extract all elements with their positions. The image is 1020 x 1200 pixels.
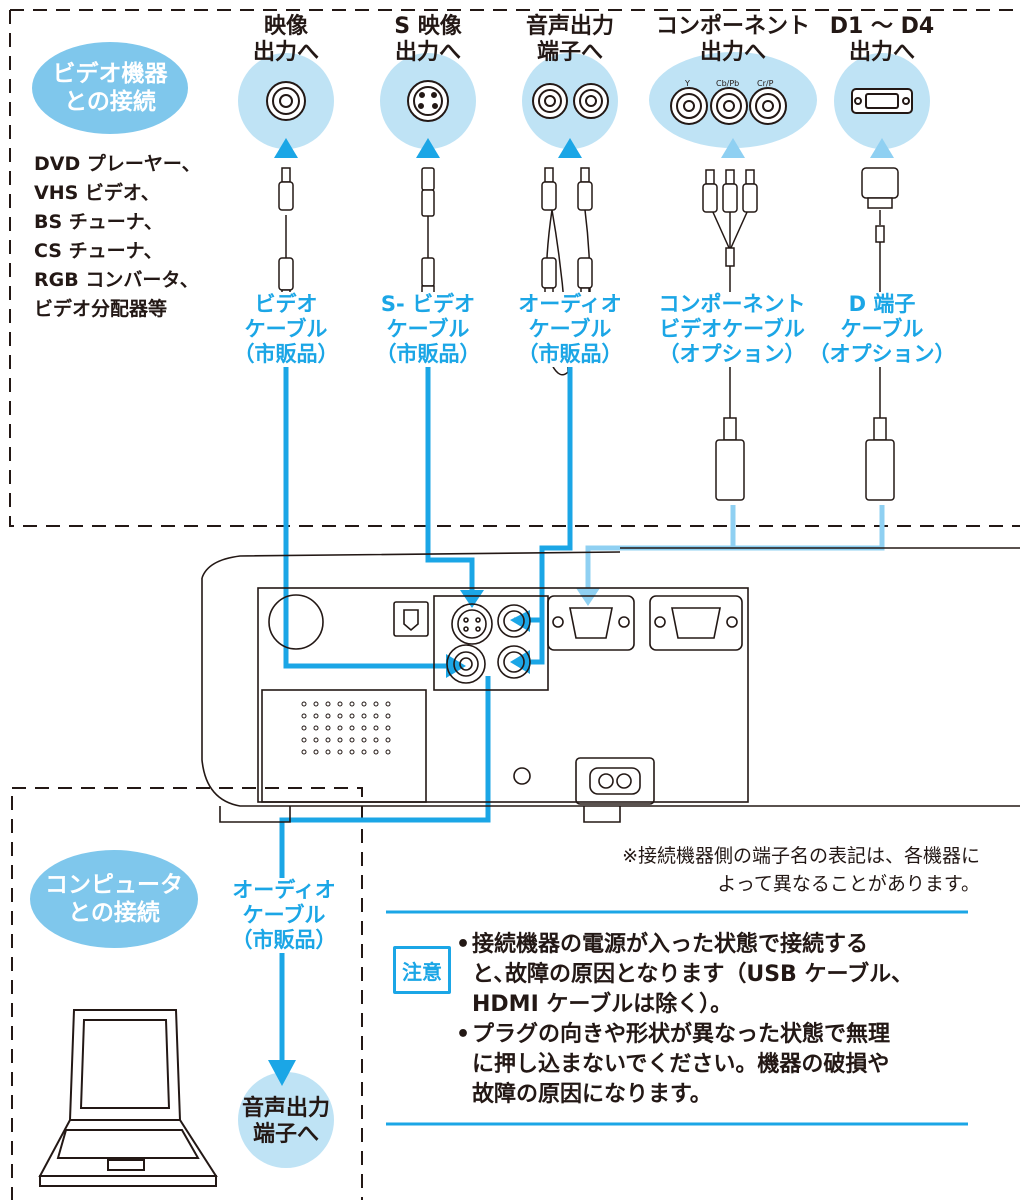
cable-label-component: コンポーネントビデオケーブル（オプション） — [644, 292, 820, 367]
device-item: BS チューナ、 — [34, 211, 163, 233]
caution-bullet: • プラグの向きや形状が異なった状態で無理 に押し込まないでください。機器の破損… — [456, 1022, 891, 1107]
terminal-name-note: ※接続機器側の端子名の表記は、各機器に よって異なることがあります。 — [622, 845, 980, 895]
port-label-svideo: S 映像出力へ — [394, 14, 462, 65]
device-item: CS チューナ、 — [34, 240, 163, 262]
laptop-icon — [38, 1009, 218, 1187]
port-label-audio: 音声出力端子へ — [525, 14, 614, 65]
video-group-title: ビデオ機器との接続 — [32, 42, 188, 134]
port-arrows — [274, 138, 894, 158]
plugs — [278, 167, 899, 501]
power-inlet — [575, 757, 655, 805]
caution-badge: 注意 — [393, 946, 451, 994]
component-sublabel-cr: Cr/P — [757, 79, 774, 88]
rca-plug-icon — [281, 167, 291, 183]
caution-bullet: • 接続機器の電源が入った状態で接続する と､故障の原因となります（USB ケー… — [456, 932, 914, 1017]
computer-group-frame — [11, 787, 363, 1200]
d-plug-icon — [861, 167, 899, 199]
device-item: ビデオ分配器等 — [34, 298, 168, 320]
device-item: DVD プレーヤー、 — [34, 153, 201, 175]
port-circle-computer-audio — [238, 1072, 334, 1168]
caution-text: • 接続機器の電源が入った状態で接続する と､故障の原因となります（USB ケー… — [456, 930, 976, 1110]
speaker-grille — [261, 689, 427, 803]
device-item: VHS ビデオ、 — [34, 182, 160, 204]
connection-arrowheads — [268, 588, 600, 1086]
cable-label-svideo: S- ビデオケーブル（市販品） — [366, 292, 490, 367]
projector — [201, 547, 1020, 823]
computer-group-title: コンピュータとの接続 — [30, 850, 198, 948]
computer-audio-cable-label: オーディオケーブル（市販品） — [222, 878, 346, 953]
port-circle-audio — [522, 53, 618, 149]
component-sublabel-y: Y — [685, 79, 690, 88]
computer-audio-port-label: 音声出力端子へ — [241, 1096, 330, 1147]
cable-label-video: ビデオケーブル（市販品） — [226, 292, 346, 367]
cable-label-audio: オーディオケーブル（市販品） — [504, 292, 636, 367]
svideo-plug-icon — [421, 167, 435, 191]
port-connectors — [266, 80, 913, 125]
cable-label-d: D 端子ケーブル（オプション） — [806, 292, 958, 367]
port-label-component: コンポーネント出力へ — [655, 14, 810, 65]
audio-plug-icon — [544, 167, 554, 183]
port-label-video: 映像出力へ — [252, 14, 319, 65]
device-list: DVD プレーヤー、 VHS ビデオ、 BS チューナ、 CS チューナ、 RG… — [34, 150, 201, 324]
component-plug-icon — [705, 169, 715, 185]
video-group-frame — [9, 10, 1020, 527]
device-item: RGB コンバータ、 — [34, 269, 199, 291]
component-sublabel-cb: Cb/Pb — [716, 79, 740, 88]
